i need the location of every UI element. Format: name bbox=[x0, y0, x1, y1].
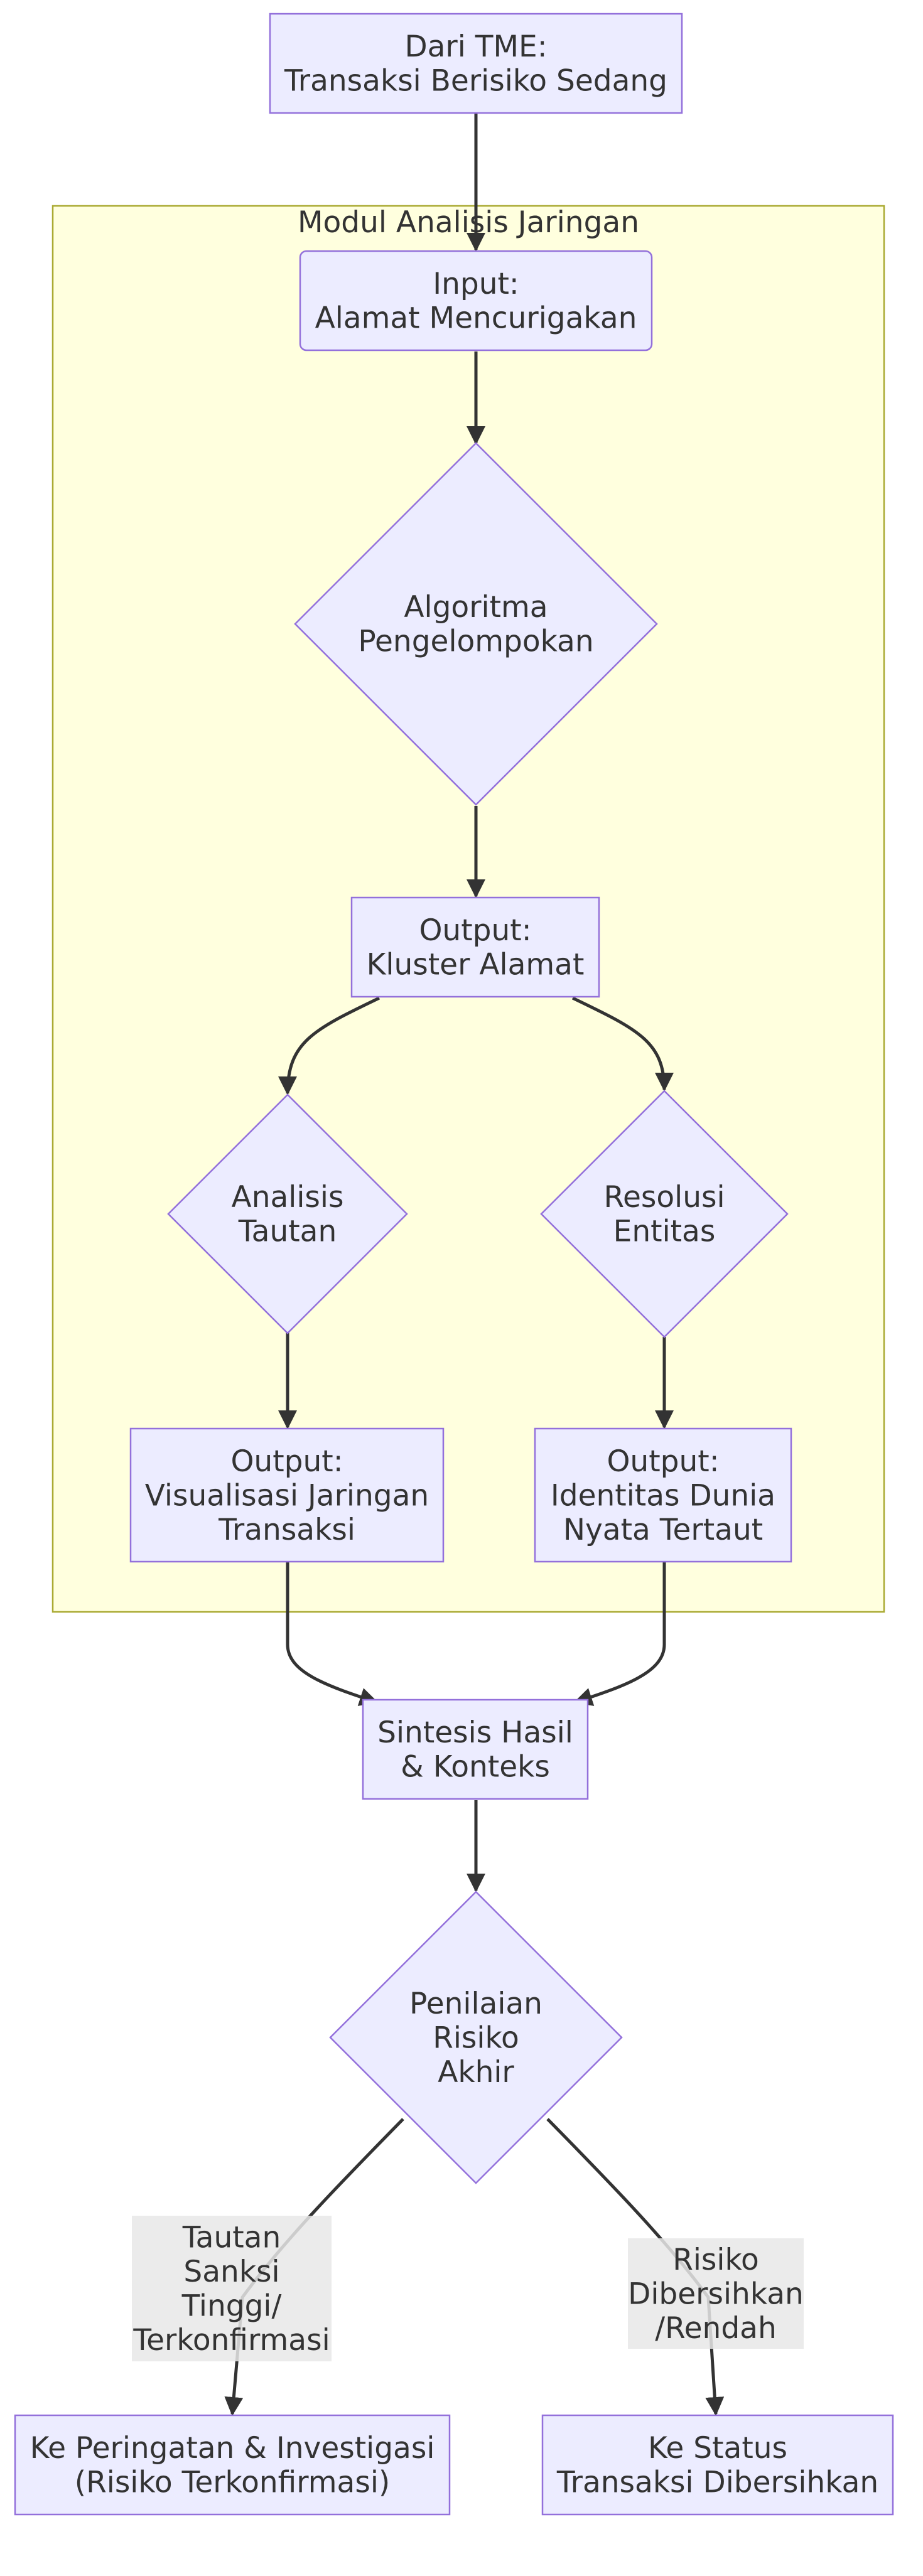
label-line: & Konteks bbox=[401, 1750, 550, 1784]
label-line: Transaksi Dibersihkan bbox=[556, 2466, 878, 2500]
cluster-output-node-label: Output:Kluster Alamat bbox=[367, 913, 585, 982]
label-line: Ke Status bbox=[648, 2431, 787, 2466]
label-line: Input: bbox=[433, 267, 519, 301]
start-node-label: Dari TME:Transaksi Berisiko Sedang bbox=[284, 30, 667, 99]
label-line: Akhir bbox=[438, 2055, 514, 2090]
label-line: Terkonfirmasi bbox=[132, 2323, 330, 2358]
edge-cluster-out-to-entity-resolution bbox=[571, 996, 674, 1092]
synthesis-node[interactable] bbox=[362, 1699, 589, 1800]
alert-investigation-node-label: Ke Peringatan & Investigasi(Risiko Terko… bbox=[30, 2431, 435, 2500]
label-line: Entitas bbox=[613, 1215, 716, 1249]
label-line: Alamat Mencurigakan bbox=[315, 301, 637, 336]
input-node[interactable] bbox=[299, 250, 653, 352]
label-line: Algoritma bbox=[404, 590, 548, 625]
identity-output-node[interactable] bbox=[534, 1427, 792, 1563]
edge-label-clean-bg bbox=[628, 2238, 804, 2349]
label-line: Visualisasi Jaringan bbox=[145, 1478, 429, 1513]
synthesis-node-label: Sintesis Hasil& Konteks bbox=[377, 1715, 573, 1784]
label-line: Dari TME: bbox=[404, 30, 547, 64]
cluster-output-node[interactable] bbox=[350, 896, 600, 998]
edge-cluster-out-to-link-analysis bbox=[278, 996, 381, 1095]
label-line: Kluster Alamat bbox=[367, 948, 585, 982]
cleared-transaction-node[interactable] bbox=[541, 2414, 894, 2516]
group-title: Modul Analisis Jaringan bbox=[298, 205, 639, 240]
link-analysis-decision[interactable] bbox=[167, 1093, 408, 1334]
label-line: Sanksi bbox=[183, 2255, 279, 2289]
label-line: Pengelompokan bbox=[358, 625, 593, 659]
label-line: Transaksi Berisiko Sedang bbox=[284, 64, 667, 99]
label-line: Output: bbox=[607, 1444, 719, 1479]
label-line: Resolusi bbox=[603, 1180, 725, 1215]
label-line: Ke Peringatan & Investigasi bbox=[30, 2431, 435, 2466]
label-line: Tautan bbox=[238, 1215, 337, 1249]
label-line: Tautan bbox=[182, 2221, 281, 2255]
edge-label-sanction-bg bbox=[132, 2216, 332, 2361]
label-line: Sintesis Hasil bbox=[377, 1715, 573, 1750]
label-line: Risiko bbox=[672, 2243, 759, 2277]
label-line: Identitas Dunia bbox=[551, 1478, 775, 1513]
label-line: Risiko bbox=[433, 2021, 519, 2055]
final-risk-decision[interactable] bbox=[329, 1891, 623, 2184]
label-line: Analisis bbox=[232, 1180, 344, 1215]
label-line: /Rendah bbox=[655, 2311, 777, 2346]
input-node-label: Input:Alamat Mencurigakan bbox=[315, 267, 637, 336]
visualization-output-node[interactable] bbox=[129, 1427, 445, 1563]
entity-resolution-decision[interactable] bbox=[540, 1090, 789, 1338]
label-line: Dibersihkan bbox=[628, 2277, 804, 2311]
edge-viz-out-to-synthesis bbox=[286, 1562, 379, 1706]
alert-investigation-node[interactable] bbox=[14, 2414, 451, 2516]
edge-identity-out-to-synthesis bbox=[573, 1562, 666, 1706]
label-line: Output: bbox=[419, 913, 531, 948]
label-line: Transaksi bbox=[218, 1513, 355, 1547]
label-line: (Risiko Terkonfirmasi) bbox=[75, 2466, 390, 2500]
label-line: Nyata Tertaut bbox=[563, 1513, 763, 1547]
label-line: Output: bbox=[230, 1444, 343, 1479]
label-line: Tinggi/ bbox=[181, 2289, 282, 2324]
start-node[interactable] bbox=[269, 13, 683, 114]
label-line: Penilaian bbox=[409, 1987, 542, 2021]
clustering-decision[interactable] bbox=[294, 442, 658, 806]
